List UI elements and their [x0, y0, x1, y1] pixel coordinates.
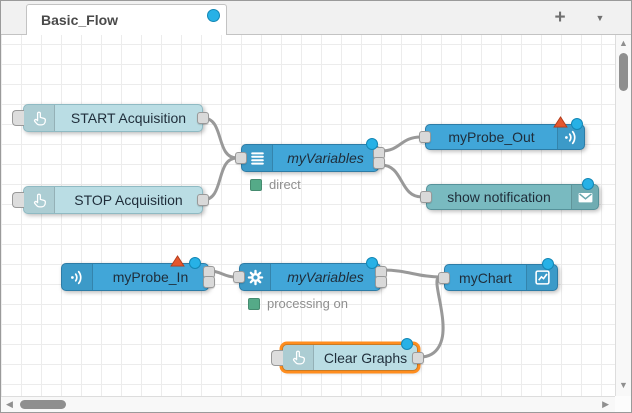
changed-badge-icon [542, 258, 554, 270]
scroll-down-arrow-icon[interactable]: ▼ [619, 380, 628, 390]
wire-start-to-variables[interactable] [201, 116, 239, 160]
output-port[interactable] [197, 194, 209, 206]
output-port-2[interactable] [373, 157, 385, 169]
inject-button[interactable] [12, 192, 24, 208]
node-my-probe-out[interactable]: myProbe_Out [419, 116, 585, 150]
node-show-notification[interactable]: show notification [420, 178, 599, 210]
list-icon [242, 145, 273, 171]
output-port[interactable] [197, 112, 209, 124]
horizontal-scrollbar[interactable]: ◀ ▶ [1, 396, 615, 412]
hand-pointer-icon [24, 105, 55, 131]
node-label: myProbe_In [112, 269, 189, 285]
status-green-icon [250, 178, 262, 191]
changed-badge-icon [366, 138, 378, 150]
tab-label: Basic_Flow [41, 12, 119, 28]
node-status: direct [250, 177, 301, 192]
signal-icon [62, 264, 93, 290]
flow-canvas[interactable]: START Acquisition STOP Acquisition myVar… [1, 34, 615, 396]
input-port[interactable] [235, 152, 247, 164]
node-status: processing on [248, 296, 348, 311]
hand-pointer-icon [24, 187, 55, 213]
error-badge-icon [553, 116, 568, 128]
node-label: myVariables [287, 269, 364, 285]
scroll-up-arrow-icon[interactable]: ▲ [619, 38, 628, 48]
node-clear-graphs[interactable]: Clear Graphs [271, 338, 424, 371]
wire-variables-to-probeout[interactable] [379, 135, 423, 153]
node-label: START Acquisition [70, 110, 187, 126]
workspace-tab-bar: Basic_Flow + ▼ [1, 1, 631, 35]
node-my-chart[interactable]: myChart [438, 258, 558, 291]
node-my-probe-in[interactable]: myProbe_In [61, 255, 215, 291]
changed-badge-icon [571, 118, 583, 130]
scrollbar-corner [615, 396, 631, 412]
output-port-2[interactable] [375, 276, 387, 288]
node-my-variables-processing[interactable]: myVariables processing on [233, 257, 387, 311]
status-text: processing on [267, 296, 348, 311]
inject-button[interactable] [12, 110, 24, 126]
hand-pointer-icon [283, 345, 314, 370]
status-text: direct [269, 177, 301, 192]
error-badge-icon [170, 255, 185, 267]
node-label: STOP Acquisition [74, 192, 183, 208]
vertical-scrollbar-thumb[interactable] [619, 53, 628, 91]
node-start-acquisition[interactable]: START Acquisition [12, 104, 209, 132]
scroll-left-arrow-icon[interactable]: ◀ [6, 399, 13, 409]
node-label: myVariables [287, 150, 364, 166]
inject-button[interactable] [271, 349, 283, 366]
changed-badge-icon [366, 257, 378, 269]
gear-icon [240, 264, 271, 290]
wire-stop-to-variables[interactable] [201, 156, 239, 202]
input-port[interactable] [420, 191, 432, 203]
node-label: myChart [459, 269, 512, 286]
node-stop-acquisition[interactable]: STOP Acquisition [12, 186, 209, 214]
input-port[interactable] [438, 271, 450, 284]
output-port[interactable] [412, 351, 424, 364]
changed-badge-icon [401, 338, 413, 350]
tab-basic-flow[interactable]: Basic_Flow [26, 4, 227, 35]
add-flow-button[interactable]: + [554, 6, 566, 28]
node-label: show notification [447, 189, 551, 205]
tab-modified-indicator-icon [207, 9, 220, 22]
wire-cleargraphs-to-chart[interactable] [418, 275, 445, 359]
scroll-right-arrow-icon[interactable]: ▶ [602, 399, 609, 409]
node-label: myProbe_Out [448, 129, 535, 145]
node-label: Clear Graphs [323, 349, 408, 366]
output-port-2[interactable] [203, 276, 215, 288]
vertical-scrollbar[interactable]: ▲ ▼ [615, 34, 631, 396]
wire-variables-to-notification[interactable] [379, 163, 424, 199]
input-port[interactable] [233, 271, 245, 283]
chart-icon [526, 265, 557, 290]
changed-badge-icon [582, 178, 594, 190]
changed-badge-icon [189, 257, 201, 269]
flow-list-caret-button[interactable]: ▼ [595, 12, 605, 23]
wire-variables-to-chart[interactable] [381, 268, 442, 279]
input-port[interactable] [419, 131, 431, 143]
horizontal-scrollbar-thumb[interactable] [20, 400, 66, 409]
status-green-icon [248, 297, 260, 310]
wire-layer [201, 116, 445, 359]
node-my-variables-direct[interactable]: myVariables direct [235, 138, 385, 192]
